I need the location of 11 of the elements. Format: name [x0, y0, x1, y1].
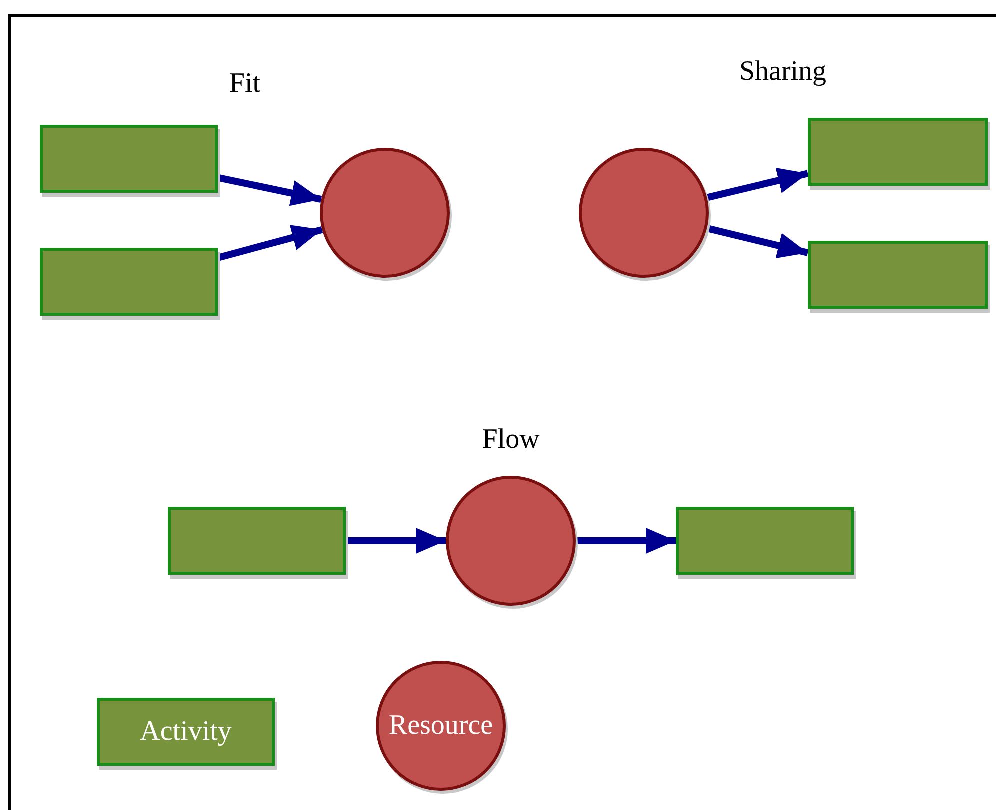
group-heading: Sharing [739, 56, 827, 88]
node-label: Activity [140, 716, 232, 748]
arrow [706, 225, 809, 259]
node-label: Resource [388, 710, 494, 742]
group-heading: Fit [229, 68, 261, 100]
arrow [217, 174, 322, 206]
arrow [346, 528, 446, 554]
arrow [217, 225, 324, 262]
arrow [576, 528, 676, 554]
arrow [706, 168, 809, 202]
group-heading: Flow [482, 424, 540, 456]
